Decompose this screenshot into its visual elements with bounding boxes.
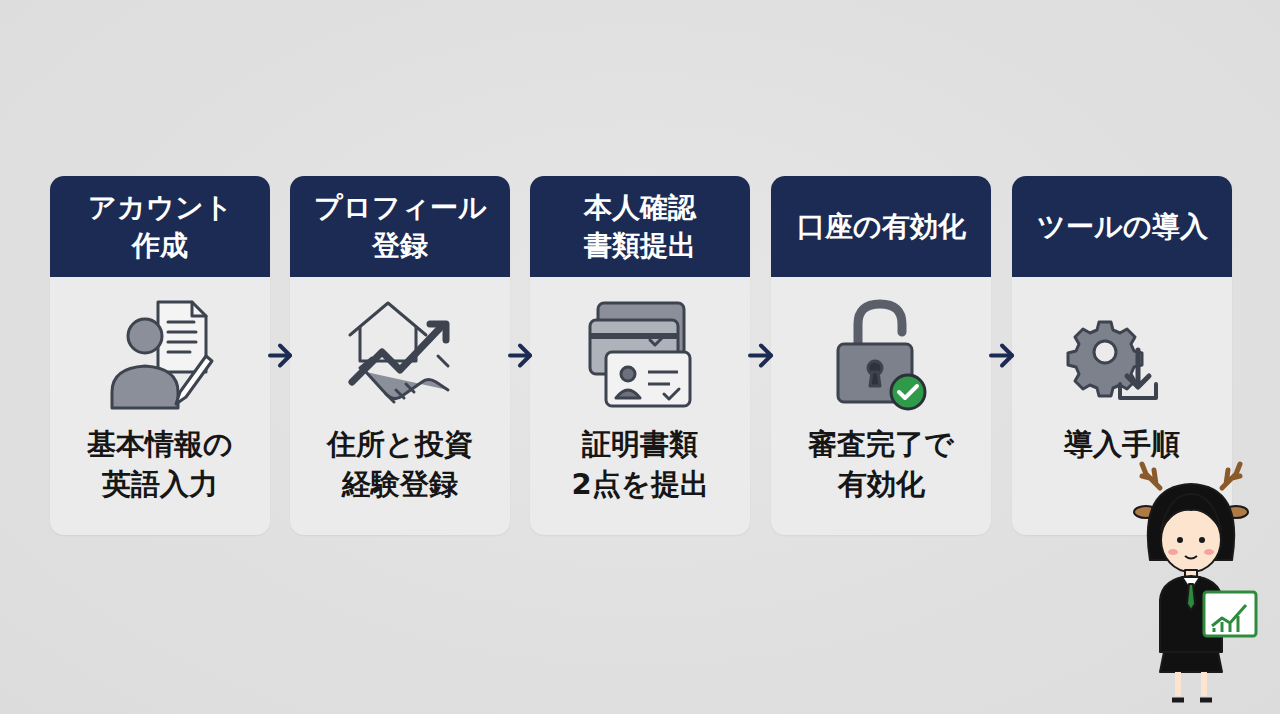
step-body-wrap: 基本情報の 英語入力 (50, 424, 270, 504)
step-body-wrap: 証明書類 2点を提出 (530, 424, 750, 504)
step-header-band: プロフィール 登録 (290, 176, 510, 277)
step-description: 住所と投資 経験登録 (300, 424, 500, 504)
step-body-wrap: 導入手順 (1012, 424, 1232, 464)
arrow-shaft (750, 354, 771, 358)
step-card: プロフィール 登録住所と投資 経験登録 (290, 176, 510, 535)
id-card-icon (590, 303, 690, 406)
reindeer-girl (1134, 464, 1256, 700)
step-card: ツールの導入導入手順 (1012, 176, 1232, 535)
arrow-head (1002, 346, 1012, 366)
step-header-band: ツールの導入 (1012, 176, 1232, 277)
investment-icon (350, 303, 448, 402)
profile-icon (112, 302, 212, 408)
step-description: 証明書類 2点を提出 (540, 424, 740, 504)
unlock-icon (838, 304, 925, 409)
step-card: アカウント 作成基本情報の 英語入力 (50, 176, 270, 535)
step-header-band: 口座の有効化 (771, 176, 991, 277)
arrow-shaft (510, 354, 530, 358)
step-title: プロフィール 登録 (298, 189, 502, 265)
step-header-band: 本人確認 書類提出 (530, 176, 750, 277)
flow-arrow (510, 346, 530, 366)
arrow-head (520, 346, 530, 366)
step-header-band: アカウント 作成 (50, 176, 270, 277)
step-description: 導入手順 (1064, 424, 1180, 464)
step-description: 基本情報の 英語入力 (60, 424, 260, 504)
install-icon (1068, 322, 1156, 398)
step-title: ツールの導入 (1037, 208, 1208, 246)
step-title: アカウント 作成 (58, 189, 262, 265)
step-card: 口座の有効化審査完了で 有効化 (771, 176, 991, 535)
flow-arrow (750, 346, 771, 366)
step-card: 本人確認 書類提出証明書類 2点を提出 (530, 176, 750, 535)
step-body-wrap: 住所と投資 経験登録 (290, 424, 510, 504)
step-title: 本人確認 書類提出 (538, 189, 742, 265)
arrow-shaft (991, 354, 1012, 358)
flow-arrow (270, 346, 290, 366)
flow-arrow (991, 346, 1012, 366)
step-title: 口座の有効化 (797, 208, 966, 246)
step-description: 審査完了で 有効化 (781, 424, 981, 504)
arrow-head (761, 346, 771, 366)
arrow-head (280, 346, 290, 366)
arrow-shaft (270, 354, 290, 358)
step-body-wrap: 審査完了で 有効化 (771, 424, 991, 504)
